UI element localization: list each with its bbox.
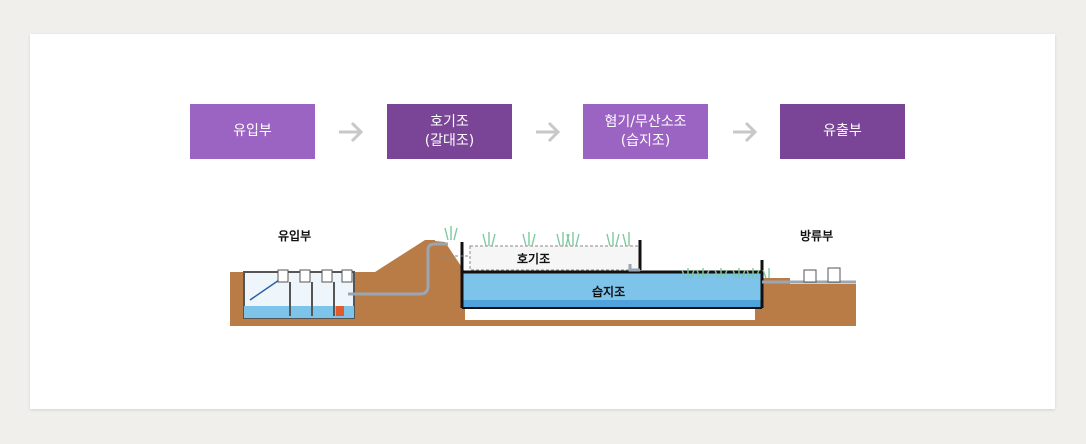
step-outflow-label: 유출부	[823, 123, 862, 139]
outflow-box	[803, 269, 817, 283]
step-anaerobic-line1: 혐기/무산소조	[604, 113, 687, 130]
step-aerobic: 호기조 (갈대조)	[387, 104, 512, 159]
inflow-pump	[336, 306, 344, 316]
step-inflow-label: 유입부	[233, 123, 272, 139]
soil-bank	[425, 240, 465, 326]
outflow-box	[827, 267, 841, 283]
wetland-label: 습지조	[592, 284, 625, 299]
right-arrow-icon	[536, 121, 561, 143]
right-arrow-icon	[339, 121, 364, 143]
inflow-manhole	[341, 269, 353, 283]
step-aerobic-line1: 호기조	[430, 113, 469, 130]
content-card	[30, 34, 1055, 409]
aerobic-bed	[469, 245, 641, 271]
wetland-cross-section: 유입부 방류부 호기조 습지조	[230, 226, 856, 326]
transfer-pipe	[628, 264, 640, 272]
inflow-screen	[249, 277, 283, 301]
step-anaerobic: 혐기/무산소조 (습지조)	[583, 104, 708, 159]
soil-base	[230, 320, 856, 326]
inflow-label: 유입부	[278, 229, 311, 243]
reed-plants	[444, 226, 770, 279]
inflow-manhole	[299, 269, 311, 283]
step-anaerobic-line2: (습지조)	[620, 132, 671, 149]
inflow-water	[244, 306, 354, 318]
inflow-manhole	[277, 269, 289, 283]
step-inflow: 유입부	[190, 104, 315, 159]
outflow-label: 방류부	[800, 228, 833, 243]
aerobic-label: 호기조	[517, 251, 550, 266]
inflow-manhole	[321, 269, 333, 283]
step-outflow: 유출부	[780, 104, 905, 159]
step-aerobic-line2: (갈대조)	[424, 132, 475, 149]
inflow-pipe	[348, 242, 448, 296]
right-arrow-icon	[733, 121, 758, 143]
soil-right	[755, 278, 856, 326]
wetland-bed	[462, 300, 762, 308]
